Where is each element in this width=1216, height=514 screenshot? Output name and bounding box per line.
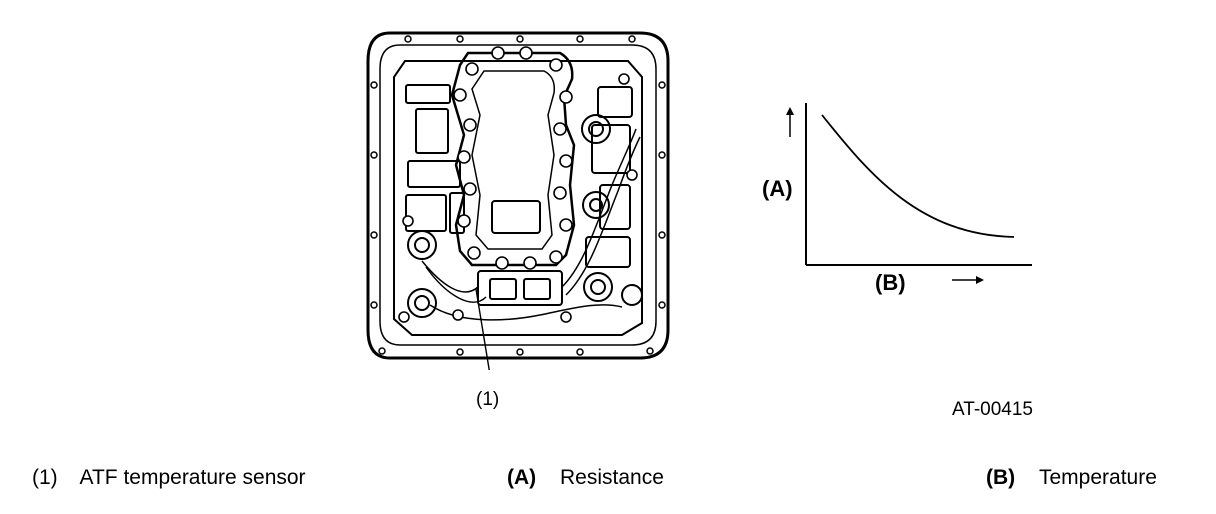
legend-text: ATF temperature sensor [79,466,306,489]
legend-key: (B) [986,466,1016,489]
legend-item-resistance: (A) Resistance [507,466,664,490]
right-arrow-icon [952,276,984,284]
legend-item-temperature: (B) Temperature [986,466,1157,490]
legend-key: (1) [32,466,58,489]
graph-y-label: (A) [762,176,793,201]
valve-body-illustration [366,31,670,370]
graph-x-label: (B) [875,270,906,295]
legend-text: Temperature [1039,466,1157,489]
resistance-temperature-graph [786,103,1032,284]
legend-key: (A) [507,466,537,489]
legend-text: Resistance [560,466,664,489]
figure-code: AT-00415 [952,399,1033,420]
up-arrow-icon [786,107,794,137]
legend-item-sensor: (1) ATF temperature sensor [32,466,306,490]
callout-label: (1) [476,389,500,410]
resistance-curve [821,114,1015,238]
